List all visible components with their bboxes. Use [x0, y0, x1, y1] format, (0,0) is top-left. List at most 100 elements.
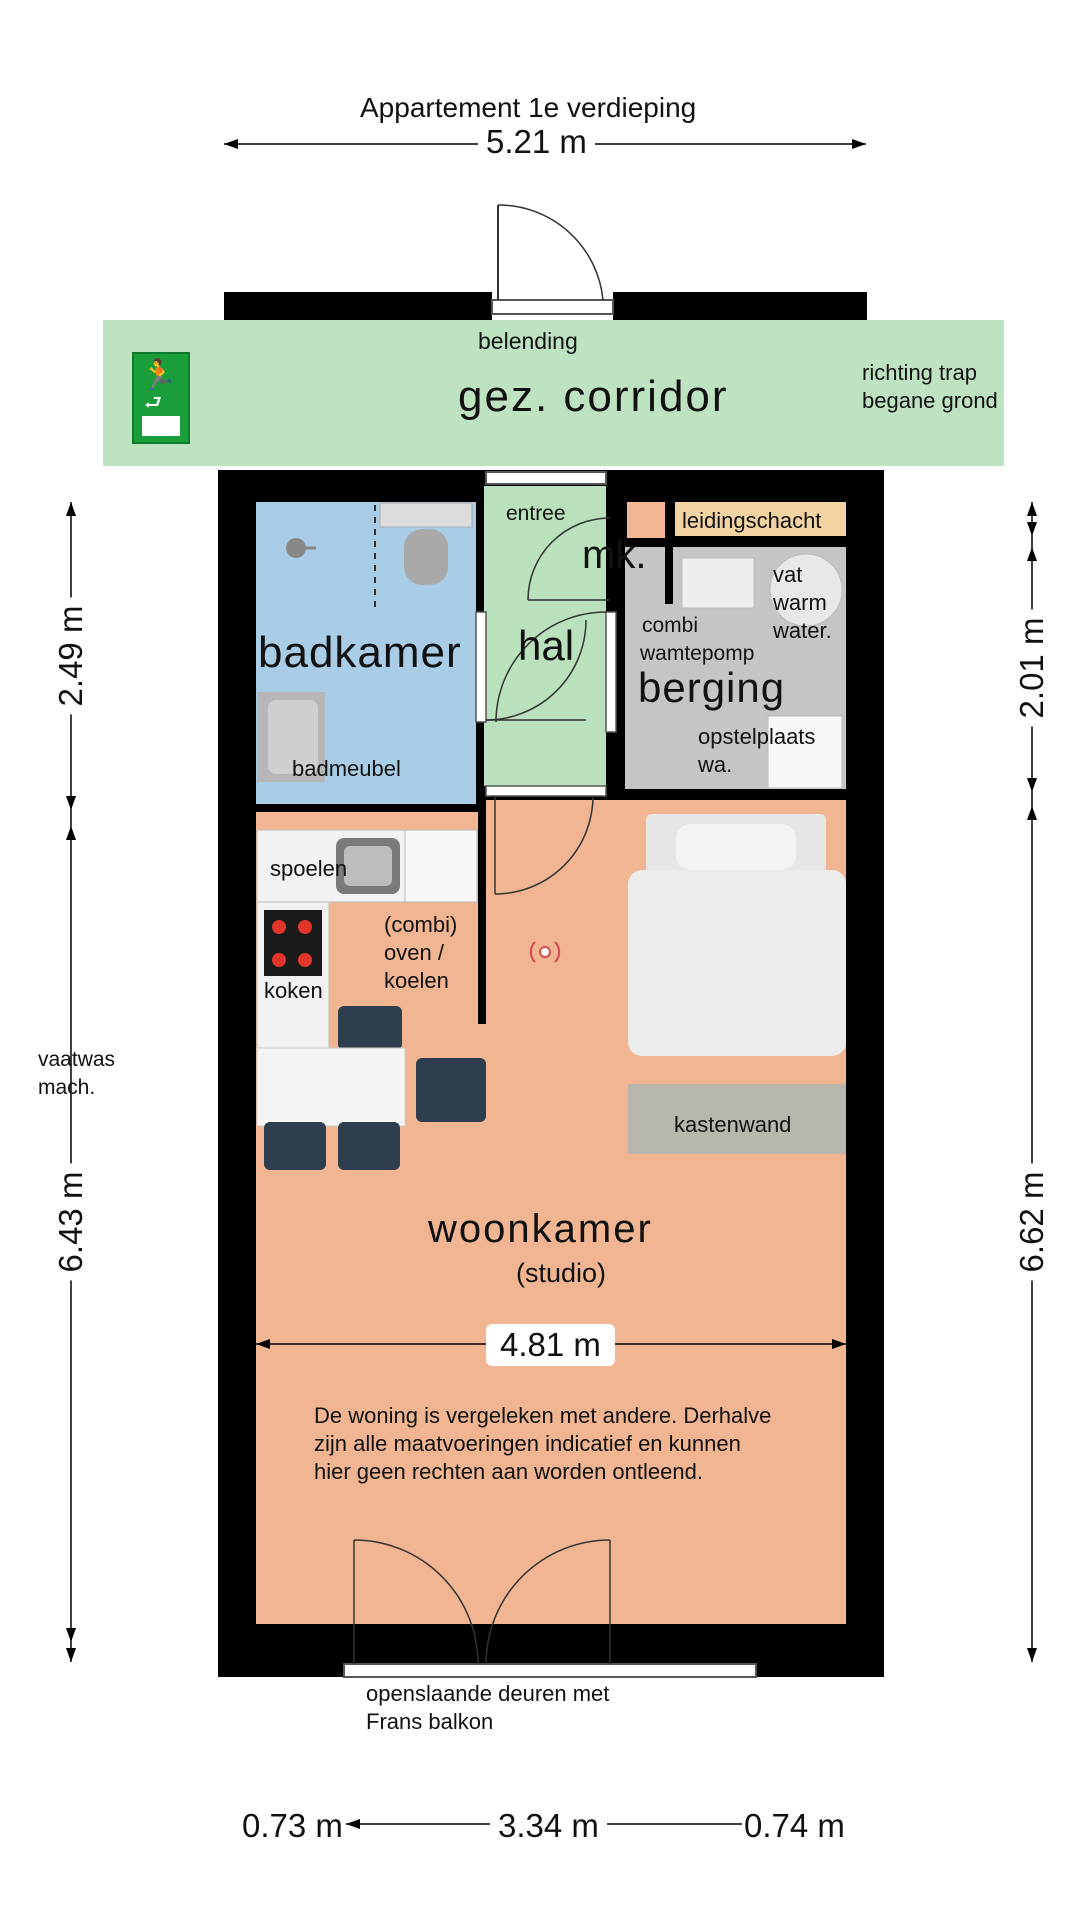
label-entree: entree	[506, 502, 566, 525]
dim-arrow-top-left	[224, 139, 238, 149]
dim-arrow-top-right	[852, 139, 866, 149]
living-door-frame	[485, 785, 607, 797]
wall-kitchen-right	[478, 800, 486, 1024]
label-opstel-1: opstelplaats	[698, 724, 816, 749]
disclaimer-line-2: zijn alle maatvoeringen indicatief en ku…	[314, 1431, 741, 1456]
dim-left-top: 2.49 m	[52, 597, 90, 715]
balcony-line-2: Frans balkon	[366, 1709, 494, 1734]
dim-arrow-right-3	[1027, 547, 1037, 561]
balcony-door-left-swing	[353, 1539, 479, 1665]
label-vaatwas-2: mach.	[38, 1076, 96, 1099]
corridor-door-swing	[497, 204, 604, 301]
boiler-unit	[681, 557, 755, 609]
dim-arrow-left-3	[66, 826, 76, 840]
washer-spot	[767, 715, 843, 789]
bath-door-frame	[475, 611, 487, 723]
entrance-door-frame	[485, 471, 607, 485]
label-combi-1: combi	[642, 614, 699, 637]
dim-arrow-left-4	[66, 1628, 76, 1642]
dim-bottom-left: 0.73 m	[240, 1807, 345, 1845]
dining-table	[256, 1047, 406, 1127]
bath-door-swing	[485, 619, 587, 721]
leidingschacht-area	[675, 502, 846, 536]
dim-arrow-left-2	[66, 796, 76, 810]
bottom-wall-left-notch	[218, 1624, 344, 1677]
dim-arrow-right-6	[1027, 1648, 1037, 1662]
label-spoelen: spoelen	[270, 856, 348, 881]
entrance-door-swing	[527, 517, 611, 601]
berging-door-frame	[605, 611, 617, 733]
dim-arrow-inner-right	[832, 1339, 846, 1349]
label-badmeubel: badmeubel	[292, 756, 401, 781]
hob-ring-1	[272, 920, 286, 934]
bottom-wall-right-notch	[756, 1624, 884, 1677]
plan-title: Appartement 1e verdieping	[360, 92, 697, 123]
label-woonkamer: woonkamer	[428, 1207, 653, 1251]
label-corridor: gez. corridor	[458, 372, 729, 421]
label-studio: (studio)	[516, 1258, 607, 1288]
disclaimer-line-1: De woning is vergeleken met andere. Derh…	[314, 1403, 772, 1428]
balcony-door-frame	[343, 1663, 757, 1678]
label-badkamer: badkamer	[258, 628, 462, 677]
toilet-cistern	[379, 502, 473, 528]
dining-chair-left	[264, 1122, 326, 1170]
dim-arrow-left-1	[66, 502, 76, 516]
dim-left-bottom: 6.43 m	[52, 1163, 90, 1281]
dim-bottom-mid: 3.34 m	[490, 1807, 607, 1845]
label-leidingschacht: leidingschacht	[682, 508, 822, 533]
dining-chair-right	[338, 1122, 400, 1170]
label-combi-2: wamtepomp	[640, 642, 755, 665]
hob-ring-3	[272, 953, 286, 967]
smoke-detector-icon	[539, 946, 551, 958]
bed-pillow	[676, 824, 796, 870]
dim-arrow-right-4	[1027, 778, 1037, 792]
wardrobe	[628, 1084, 846, 1154]
living-door-swing	[494, 795, 594, 895]
dim-right-top: 2.01 m	[1013, 609, 1051, 727]
armchair	[416, 1058, 486, 1122]
label-combi-oven-2: oven /	[384, 940, 444, 965]
bed-duvet	[628, 870, 846, 1056]
dim-right-bottom: 6.62 m	[1013, 1163, 1051, 1281]
bath-sink-basin	[268, 700, 318, 774]
wall-bath-bottom	[256, 804, 484, 812]
dim-arrow-right-5	[1027, 806, 1037, 820]
label-richting-2: begane grond	[862, 388, 998, 413]
hob-ring-4	[298, 953, 312, 967]
label-combi-oven-1: (combi)	[384, 912, 458, 937]
dim-arrow-right-2	[1027, 522, 1037, 536]
dim-arrow-bottom-left	[346, 1819, 360, 1829]
dim-arrow-left-5	[66, 1648, 76, 1662]
label-kastenwand: kastenwand	[674, 1112, 792, 1137]
emergency-exit-icon: 🏃 ⮐	[132, 352, 190, 444]
label-mk: mk.	[582, 533, 647, 577]
dim-bottom-right: 0.74 m	[742, 1807, 847, 1845]
wall-mk-right	[665, 502, 673, 604]
wall-berging-bottom	[614, 789, 846, 797]
dim-arrow-right-1	[1027, 502, 1037, 516]
label-vaatwas-1: vaatwas	[38, 1048, 116, 1071]
balcony-door-right-swing	[485, 1539, 611, 1665]
label-vat-3: water.	[773, 618, 832, 643]
label-vat-2: warm	[773, 590, 827, 615]
hob-ring-2	[298, 920, 312, 934]
label-vat-1: vat	[773, 562, 803, 587]
label-richting-1: richting trap	[862, 360, 977, 385]
label-opstel-2: wa.	[698, 752, 733, 777]
balcony-line-1: openslaande deuren met	[366, 1681, 610, 1706]
top-wall-right	[613, 292, 867, 322]
dim-top-width: 5.21 m	[478, 123, 595, 161]
label-berging: berging	[638, 664, 786, 711]
hob	[264, 910, 322, 976]
hal-area	[484, 486, 606, 786]
kitchen-sink-basin	[344, 846, 392, 886]
wall-berging-top	[614, 538, 846, 547]
label-koken: koken	[264, 978, 323, 1003]
dim-inner-width: 4.81 m	[486, 1324, 615, 1366]
corridor-door-frame	[491, 299, 614, 315]
corridor-area	[103, 320, 1004, 466]
kitchen-counter-right	[404, 829, 478, 903]
label-hal: hal	[518, 622, 575, 669]
toilet-bowl	[404, 529, 448, 585]
